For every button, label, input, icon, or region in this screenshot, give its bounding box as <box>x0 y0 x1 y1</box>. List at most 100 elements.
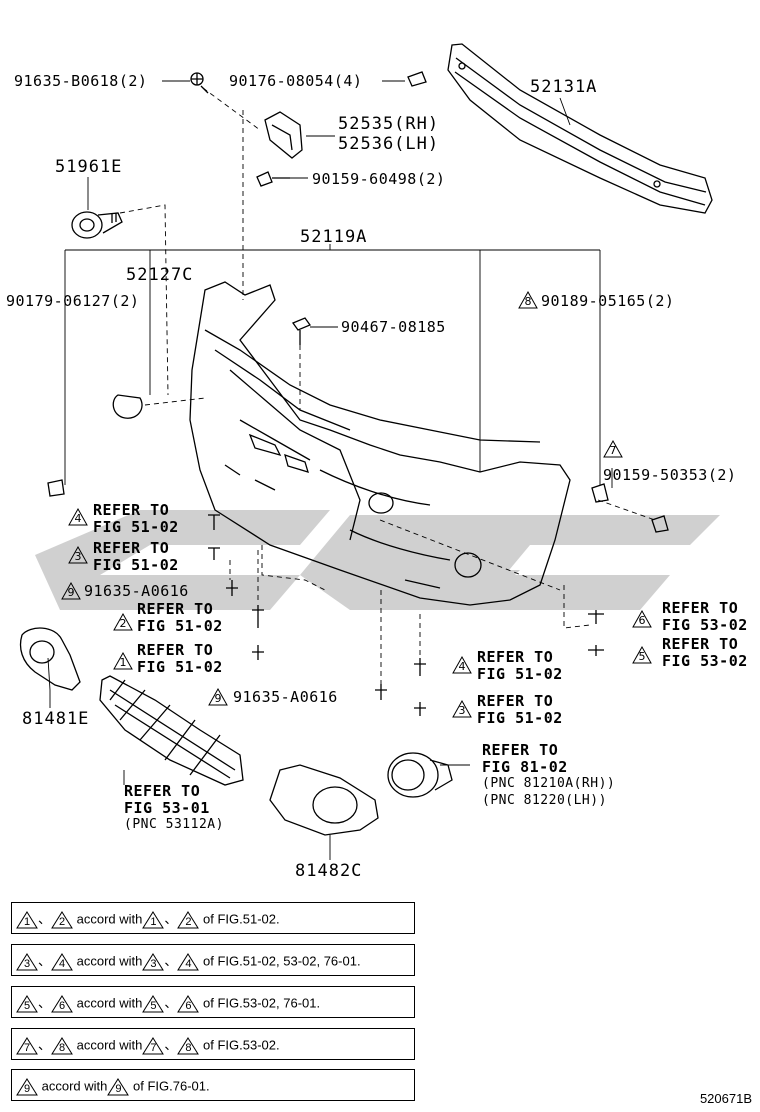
triangle-marker: 4 <box>177 952 200 971</box>
separator: 、 <box>164 953 178 969</box>
tow-hook-cap-52127c <box>112 394 143 419</box>
marker-triangle-9-lower: 9 <box>208 688 228 706</box>
refer-line2: FIG 51-02 <box>477 665 563 683</box>
triangle-marker: 9 <box>107 1077 130 1096</box>
triangle-marker: 2 <box>177 910 200 929</box>
marker-triangle: 3 <box>68 546 88 564</box>
separator: 、 <box>38 1037 52 1053</box>
callout-90189-05165: 90189-05165(2) <box>541 292 675 310</box>
refer-line2: FIG 53-02 <box>662 652 748 670</box>
note-tail: of FIG.76-01. <box>133 1078 210 1094</box>
refer-line2: FIG 51-02 <box>137 617 223 635</box>
fasteners <box>47 317 669 716</box>
triangle-marker: 1 <box>16 910 38 929</box>
separator: 、 <box>164 1037 178 1053</box>
fog-lamp <box>387 752 453 798</box>
refer-line1: REFER TO <box>93 539 170 557</box>
callout-52119a: 52119A <box>300 227 368 247</box>
callout-52131a: 52131A <box>530 77 598 97</box>
refer-line2: FIG 51-02 <box>137 658 223 676</box>
marker-triangle: 1 <box>113 652 133 670</box>
bumper-cover-52119a <box>189 281 571 606</box>
refer-line2: FIG 51-02 <box>93 518 179 536</box>
triangle-marker: 7 <box>16 1036 38 1055</box>
triangle-marker: 6 <box>51 994 73 1013</box>
refer-line1: REFER TO <box>662 599 739 617</box>
triangle-marker: 2 <box>51 910 73 929</box>
note-tail: of FIG.53-02. <box>203 1037 280 1053</box>
note-accord: accord with <box>76 953 143 969</box>
callout-81481e: 81481E <box>22 709 90 729</box>
callout-90179-06127: 90179-06127(2) <box>6 292 140 310</box>
refer-line1: REFER TO <box>477 692 554 710</box>
refer-line1: REFER TO <box>477 648 554 666</box>
note-tail: of FIG.53-02, 76-01. <box>203 995 321 1011</box>
marker-triangle: 4 <box>68 508 88 526</box>
separator: 、 <box>38 953 52 969</box>
tow-hook-51961e <box>71 211 123 239</box>
triangle-marker: 1 <box>142 910 165 929</box>
bumper-reinforcement-52131a <box>447 43 713 214</box>
marker-triangle-7: 7 <box>603 440 623 458</box>
callout-90159-50353: 90159-50353(2) <box>603 466 737 484</box>
foglamp-ref-pnc-rh: (PNC 81210A(RH)) <box>482 776 616 791</box>
figure-id: 520671B <box>699 1091 752 1106</box>
foglamp-ref-line1: REFER TO <box>482 741 559 759</box>
refer-line1: REFER TO <box>662 635 739 653</box>
note-accord: accord with <box>41 1078 108 1094</box>
triangle-marker: 8 <box>177 1036 200 1055</box>
callout-81482c: 81482C <box>295 861 363 881</box>
callout-91635-a0616-lower: 91635-A0616 <box>233 688 338 706</box>
triangle-marker: 3 <box>142 952 165 971</box>
callout-91635-a0616-upper: 91635-A0616 <box>84 582 189 600</box>
dashed-leaders <box>119 87 656 685</box>
note-accord: accord with <box>76 911 143 927</box>
grille-ref-line2: FIG 53-01 <box>124 799 210 817</box>
grille-ref-pnc: (PNC 53112A) <box>124 817 224 832</box>
bracket-52535 <box>264 111 303 159</box>
screw-90159-60498 <box>256 171 290 187</box>
callout-51961e: 51961E <box>55 157 123 177</box>
callout-90467-08185: 90467-08185 <box>341 318 446 336</box>
marker-triangle: 2 <box>113 613 133 631</box>
refer-line2: FIG 51-02 <box>93 556 179 574</box>
callout-52536-lh: 52536(LH) <box>338 134 440 154</box>
fog-bezel-81481e <box>19 627 81 691</box>
note-accord: accord with <box>76 995 143 1011</box>
callout-90159-60498: 90159-60498(2) <box>312 170 446 188</box>
separator: 、 <box>38 995 52 1011</box>
refer-line1: REFER TO <box>137 641 214 659</box>
separator: 、 <box>164 911 178 927</box>
triangle-marker: 6 <box>177 994 200 1013</box>
callout-90176-08054: 90176-08054(4) <box>229 72 363 90</box>
lower-grille <box>99 675 244 786</box>
callout-52535-rh: 52535(RH) <box>338 114 440 134</box>
marker-triangle: 4 <box>452 656 472 674</box>
foglamp-ref-pnc-lh: (PNC 81220(LH)) <box>482 793 607 808</box>
separator: 、 <box>164 995 178 1011</box>
bolt-90176 <box>407 71 427 87</box>
triangle-marker: 7 <box>142 1036 165 1055</box>
watermark-logo <box>35 510 720 610</box>
marker-triangle: 5 <box>632 646 652 664</box>
refer-line1: REFER TO <box>137 600 214 618</box>
triangle-marker: 4 <box>51 952 73 971</box>
triangle-marker: 5 <box>142 994 165 1013</box>
triangle-marker: 9 <box>16 1077 38 1096</box>
marker-triangle: 6 <box>632 610 652 628</box>
callout-91635-b0618: 91635-B0618(2) <box>14 72 148 90</box>
triangle-marker: 3 <box>16 952 38 971</box>
triangle-marker: 8 <box>51 1036 73 1055</box>
grille-ref-line1: REFER TO <box>124 782 201 800</box>
